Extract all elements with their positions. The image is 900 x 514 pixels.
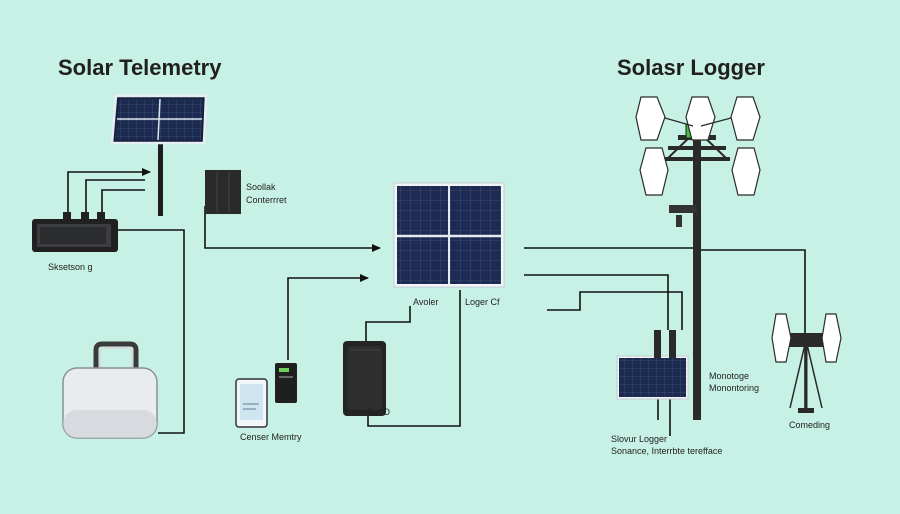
label-slovur-logger: Slovur Logger xyxy=(611,434,668,444)
logger-enclosure-icon xyxy=(343,341,386,416)
label-loks-eut: Loks Eut D xyxy=(346,407,391,417)
battery-case-icon xyxy=(62,341,158,439)
label-comeding: Comeding xyxy=(789,420,831,430)
title-solar-telemetry: Solar Telemetry xyxy=(58,55,222,80)
monitoring-solar-panel-icon xyxy=(616,330,689,400)
converter-box-icon xyxy=(205,170,241,214)
central-solar-panel-icon xyxy=(393,182,505,288)
rooftop-solar-panel-icon xyxy=(110,94,208,216)
label-monotoge: Monotoge xyxy=(709,371,750,381)
label-monontoring: Monontoring xyxy=(709,383,760,393)
sensor-memory-tablet-icon xyxy=(235,378,268,428)
label-sketon: Sksetson g xyxy=(48,262,93,272)
label-converter-line2: Conterrret xyxy=(246,195,287,205)
connecting-antenna-icon xyxy=(771,313,842,413)
label-avoler: Avoler xyxy=(413,297,439,307)
label-censer-memtry: Censer Memtry xyxy=(240,432,302,442)
title-solar-logger: Solasr Logger xyxy=(617,55,765,80)
label-logger-cf: Loger Cf xyxy=(465,297,500,307)
label-sonance-interface: Sonance, Interrbte terefface xyxy=(611,446,723,456)
telemetry-tower-icon xyxy=(635,96,761,420)
data-logger-device-icon xyxy=(32,212,118,252)
telemetry-module-icon xyxy=(275,363,297,403)
label-converter-line1: Soollak xyxy=(246,182,276,192)
